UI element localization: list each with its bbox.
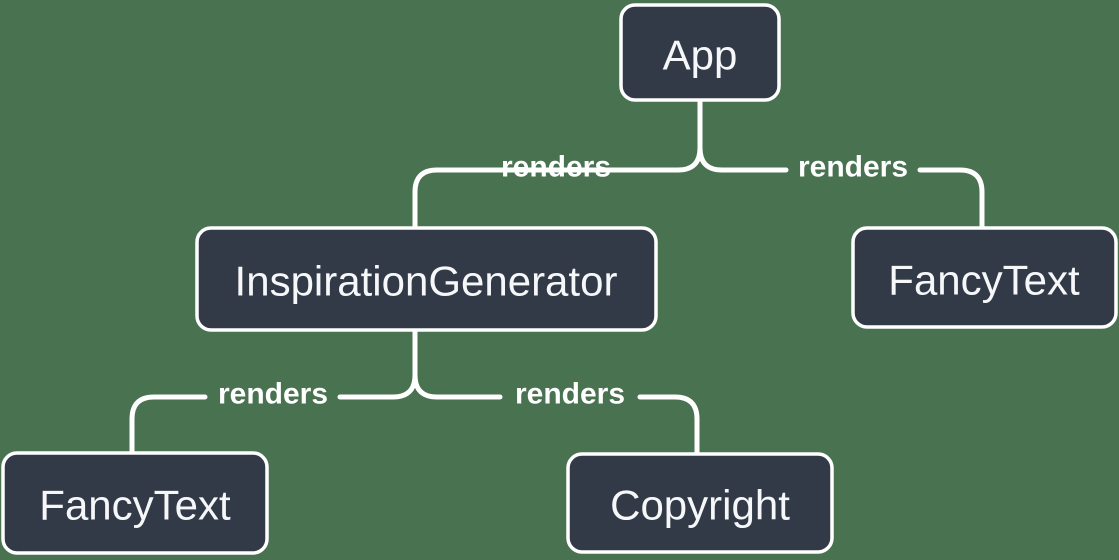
node-label-inspiration-generator: InspirationGenerator xyxy=(235,258,618,305)
edge-label-renders-1: renders xyxy=(501,151,611,184)
edge-lines xyxy=(129,97,985,457)
edge-inspirationgenerator-copyright-start xyxy=(412,372,503,400)
node-label-copyright: Copyright xyxy=(610,482,790,529)
node-app xyxy=(619,3,781,102)
edge-label-renders-2: renders xyxy=(798,151,908,184)
node-label-app: App xyxy=(663,32,738,79)
node-boxes xyxy=(1,3,1118,555)
edge-app-inspirationgenerator-end xyxy=(412,167,627,231)
edge-app-fancytext-end xyxy=(917,167,985,231)
node-copyright xyxy=(566,452,834,554)
node-labels: App InspirationGenerator FancyText Fancy… xyxy=(39,32,1080,529)
node-label-fancy-text-bottom: FancyText xyxy=(39,482,231,529)
node-fancy-text-top xyxy=(851,226,1118,329)
edge-inspirationgenerator-copyright-end xyxy=(637,394,700,457)
edge-labels: renders renders renders renders xyxy=(218,151,908,411)
node-label-fancy-text-top: FancyText xyxy=(888,257,1080,304)
edge-label-renders-4: renders xyxy=(515,378,625,411)
edge-app-fancytext-start xyxy=(697,145,789,173)
node-inspiration-generator xyxy=(195,226,658,332)
edge-label-renders-3: renders xyxy=(218,378,328,411)
node-fancy-text-bottom xyxy=(1,451,269,555)
edge-inspirationgenerator-fancytext-end xyxy=(129,394,208,456)
